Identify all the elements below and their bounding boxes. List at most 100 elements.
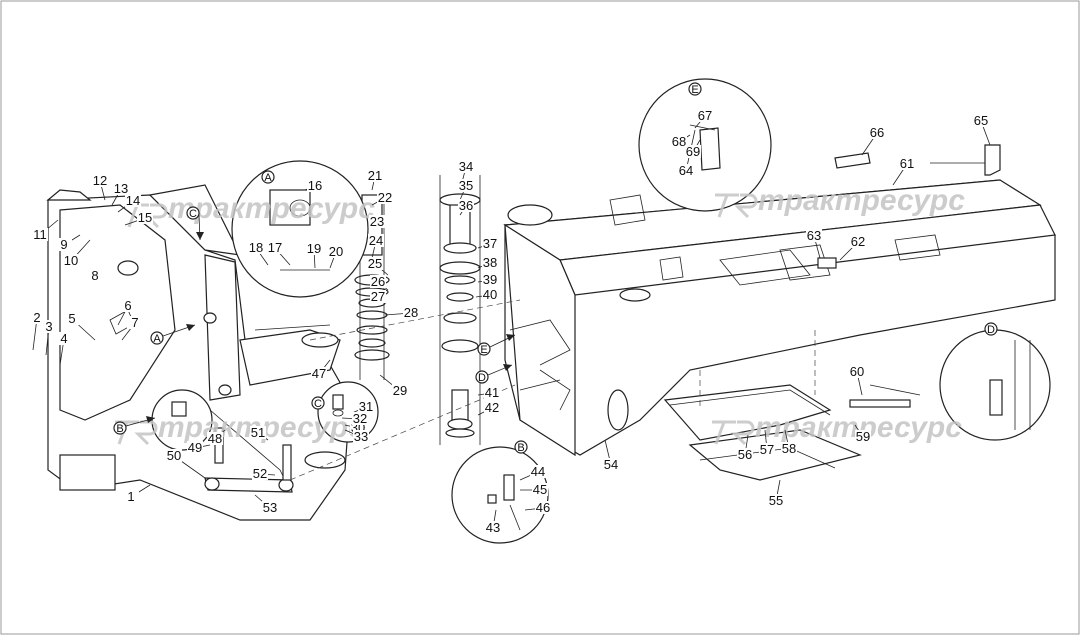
view-arrows	[125, 214, 516, 427]
callout-22: 22	[371, 190, 393, 206]
callout-number: 62	[851, 234, 865, 249]
callout-halo	[328, 245, 344, 258]
callout-halo	[41, 320, 57, 333]
callout-number: 39	[483, 272, 497, 287]
callout-55: 55	[768, 479, 784, 508]
callout-42: 42	[477, 400, 500, 416]
callout-halo	[353, 430, 369, 443]
callout-66: 66	[861, 125, 885, 156]
callout-67: 67	[694, 108, 713, 129]
callout-24: 24	[368, 233, 384, 259]
callout-number: 6	[124, 298, 131, 313]
watermark-logo	[712, 420, 755, 446]
svg-text:B: B	[517, 442, 524, 454]
callout-halo	[482, 273, 498, 286]
callout-halo	[248, 241, 264, 254]
callout-halo	[367, 257, 383, 270]
svg-text:C: C	[314, 398, 322, 410]
svg-text:A: A	[153, 333, 161, 345]
svg-text:E: E	[691, 84, 698, 96]
callout-halo	[358, 400, 374, 413]
callout-halo	[368, 234, 384, 247]
callout-number: 28	[404, 305, 418, 320]
callout-number: 1	[127, 489, 134, 504]
callout-number: 32	[353, 411, 367, 426]
callout-45: 45	[520, 482, 548, 497]
callout-68: 68	[671, 134, 691, 149]
callout-56: 56	[737, 434, 753, 462]
callout-17: 17	[267, 240, 291, 266]
callout-halo	[671, 135, 687, 148]
callout-number: 20	[329, 244, 343, 259]
callout-number: 68	[672, 134, 686, 149]
detail-circle-a	[231, 160, 369, 298]
callout-halo	[56, 238, 72, 251]
callout-halo	[403, 306, 419, 319]
watermark-text: трактресурс	[168, 192, 375, 225]
callout-number: 40	[483, 287, 497, 302]
callout-halo	[484, 401, 500, 414]
callout-number: 36	[459, 198, 473, 213]
callout-number: 3	[45, 319, 52, 334]
callout-4: 4	[56, 331, 72, 366]
callout-halo	[307, 179, 323, 192]
callout-halo	[482, 237, 498, 250]
callout-number: 69	[686, 144, 700, 159]
callout-41: 41	[477, 385, 500, 400]
view-marker-e-main: E	[477, 342, 491, 356]
callout-halo	[56, 332, 72, 345]
callout-halo	[458, 160, 474, 173]
callout-halo	[850, 235, 866, 248]
svg-text:B: B	[116, 423, 123, 435]
callout-60: 60	[849, 364, 865, 396]
view-marker-e-detail: E	[688, 82, 702, 96]
callout-halo	[849, 365, 865, 378]
callout-63: 63	[806, 228, 822, 259]
callout-40: 40	[475, 287, 498, 302]
callout-number: 31	[359, 399, 373, 414]
callout-58: 58	[781, 429, 797, 456]
callout-number: 13	[114, 181, 128, 196]
callout-26: 26	[370, 274, 389, 291]
callout-halo	[137, 211, 153, 224]
callout-halo	[737, 448, 753, 461]
callout-number: 67	[698, 108, 712, 123]
callout-47: 47	[311, 359, 331, 381]
callout-number: 17	[268, 240, 282, 255]
callout-54: 54	[603, 439, 619, 472]
callout-number: 16	[308, 178, 322, 193]
callout-halo	[458, 179, 474, 192]
callout-number: 53	[263, 500, 277, 515]
callout-10: 10	[63, 239, 91, 268]
callout-9: 9	[56, 234, 81, 252]
callout-number: 21	[368, 168, 382, 183]
svg-text:A: A	[264, 172, 272, 184]
view-marker-d-main: D	[475, 370, 489, 384]
callout-number: 60	[850, 364, 864, 379]
callout-halo	[697, 109, 713, 122]
callout-53: 53	[254, 494, 278, 515]
callout-35: 35	[458, 178, 474, 201]
callout-15: 15	[124, 210, 153, 226]
callout-number: 38	[483, 255, 497, 270]
callout-halo	[127, 316, 143, 329]
callout-number: 7	[131, 315, 138, 330]
callout-halo	[484, 386, 500, 399]
callout-number: 61	[900, 156, 914, 171]
detail-circle-e	[638, 78, 772, 212]
callout-number: 8	[91, 268, 98, 283]
callout-halo	[530, 465, 546, 478]
view-marker-c-main: C	[186, 206, 200, 220]
callout-13: 13	[111, 181, 129, 206]
callout-32: 32	[341, 411, 368, 426]
callout-halo	[352, 412, 368, 425]
callout-halo	[123, 490, 139, 503]
svg-text:D: D	[478, 372, 486, 384]
kingpin-stack-right	[439, 175, 481, 445]
callout-3: 3	[41, 319, 57, 356]
callout-halo	[87, 269, 103, 282]
small-parts-right	[817, 144, 1001, 408]
callout-number: 50	[167, 448, 181, 463]
